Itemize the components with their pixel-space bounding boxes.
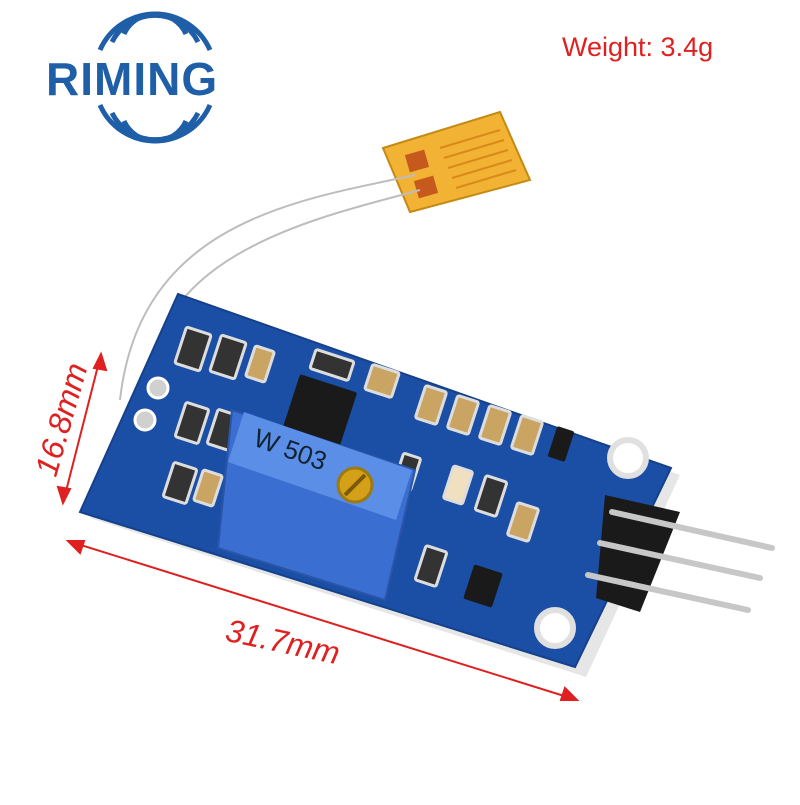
- brand-logo: RIMING: [46, 53, 219, 105]
- smd-components: [162, 325, 574, 608]
- logo-emblem: [97, 11, 213, 144]
- trimmer-potentiometer: W 503: [216, 408, 417, 602]
- header-pins: [585, 495, 775, 613]
- strain-gauge-foil: [381, 110, 532, 214]
- weight-label: Weight: 3.4g: [562, 32, 714, 62]
- dimension-lines: [56, 351, 580, 701]
